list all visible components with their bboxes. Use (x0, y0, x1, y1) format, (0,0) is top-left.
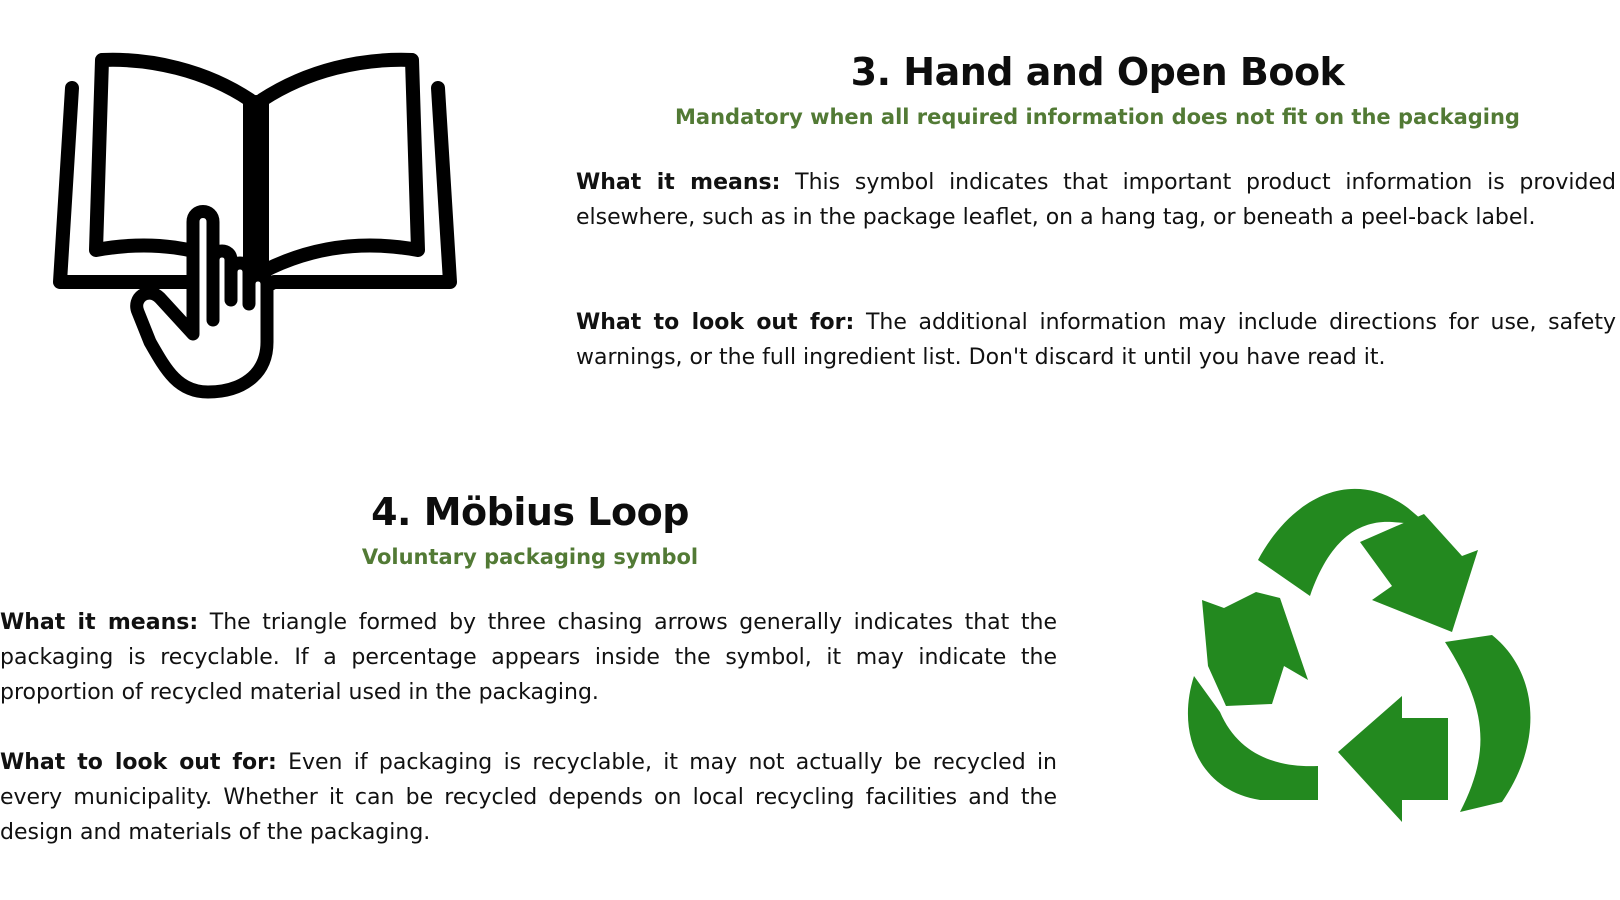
what-to-look-out-for-label: What to look out for: (576, 310, 855, 335)
what-it-means-paragraph: What it means: This symbol indicates tha… (576, 165, 1616, 235)
what-it-means-text: The triangle formed by three chasing arr… (0, 610, 1057, 705)
section-subtitle: Mandatory when all required information … (675, 105, 1520, 129)
what-it-means-label: What it means: (0, 610, 199, 635)
what-it-means-text: This symbol indicates that important pro… (576, 170, 1616, 230)
section-subtitle: Voluntary packaging symbol (361, 545, 699, 569)
mobius-loop-icon (1187, 488, 1531, 822)
what-to-look-out-for-label: What to look out for: (0, 750, 277, 775)
what-to-look-out-for-text: The additional information may include d… (576, 310, 1616, 370)
section-title: 4. Möbius Loop (371, 490, 689, 534)
what-it-means-label: What it means: (576, 170, 781, 195)
what-to-look-out-for-paragraph: What to look out for: Even if packaging … (0, 745, 1057, 850)
what-to-look-out-for-paragraph: What to look out for: The additional inf… (576, 305, 1616, 375)
what-it-means-paragraph: What it means: The triangle formed by th… (0, 605, 1057, 710)
what-to-look-out-for-text: Even if packaging is recyclable, it may … (0, 750, 1058, 845)
hand-open-book-icon (53, 52, 457, 399)
page-title: 3. Hand and Open Book (850, 50, 1345, 94)
